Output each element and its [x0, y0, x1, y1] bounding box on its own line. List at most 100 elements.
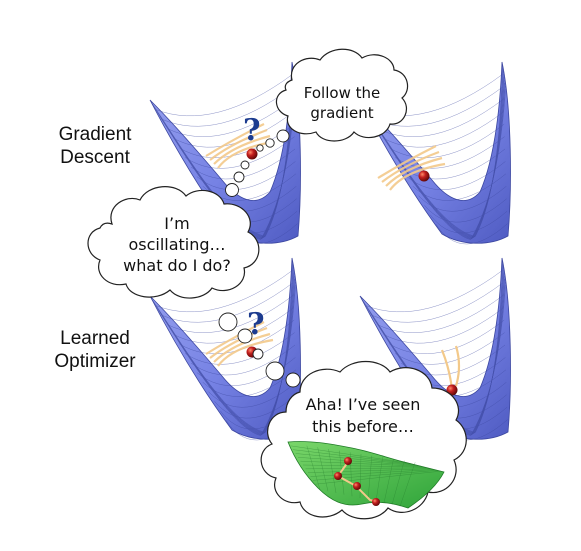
- aha-line2: this before…: [312, 417, 414, 436]
- thought-dot: [218, 312, 238, 332]
- mesh-line: [160, 88, 296, 240]
- trajectory-arc: [440, 349, 454, 391]
- thought-dot: [237, 328, 253, 344]
- mesh-line: [306, 445, 321, 490]
- remembered-ball: [344, 457, 352, 465]
- learned-optimizer-label-line1: Learned: [60, 328, 130, 349]
- gradient-descent-label: Gradient Descent: [45, 123, 145, 169]
- gd-valley-right: [359, 61, 511, 245]
- remembered-ball: [372, 498, 380, 506]
- mesh-line: [365, 270, 503, 312]
- mesh-line: [367, 455, 373, 500]
- thought-dots-oscillating: [225, 160, 250, 197]
- thought-dot: [276, 129, 290, 143]
- trajectory-arc: [454, 345, 461, 387]
- mesh-line: [208, 382, 297, 408]
- mesh-line: [185, 332, 295, 365]
- mesh-line: [173, 111, 294, 148]
- mesh-line: [371, 282, 503, 323]
- gradient-descent-label-line1: Gradient: [58, 124, 132, 145]
- mesh-line: [399, 462, 416, 507]
- mesh-line: [312, 470, 438, 481]
- mesh-line: [435, 223, 508, 245]
- mesh-line: [310, 469, 435, 477]
- trajectory-arc: [389, 162, 446, 191]
- mesh-line: [339, 450, 345, 495]
- thought-dot: [225, 183, 239, 197]
- mesh-line: [377, 295, 504, 333]
- mesh-line: [389, 123, 505, 158]
- valley-mesh: [361, 64, 508, 245]
- learned-optimizer-label-line2: Optimizer: [54, 351, 136, 372]
- mesh-line: [155, 74, 293, 116]
- oscillating-bubble: [87, 186, 260, 299]
- question-mark-top: ?: [243, 113, 261, 148]
- mesh-line: [391, 460, 405, 505]
- follow-gradient-bubble: [275, 48, 409, 142]
- mesh-line: [185, 136, 295, 169]
- mesh-line: [307, 468, 431, 473]
- mesh-line: [383, 458, 394, 504]
- remembered-ball: [334, 472, 342, 480]
- thought-dots-follow: [256, 129, 290, 152]
- loss-surfaces: [149, 61, 511, 441]
- green-surface-mesh: [290, 445, 441, 507]
- learned-optimizer-label: Learned Optimizer: [40, 327, 150, 373]
- thought-dot: [285, 372, 301, 388]
- mesh-line: [155, 270, 293, 312]
- trajectory-arc: [377, 145, 437, 179]
- trajectory-arc: [385, 156, 443, 187]
- thought-dot: [240, 160, 250, 170]
- mesh-line: [290, 445, 408, 464]
- mesh-line: [424, 198, 507, 223]
- thought-dot: [252, 348, 264, 360]
- mesh-line: [295, 453, 415, 465]
- mesh-line: [315, 470, 441, 485]
- mesh-line: [179, 319, 295, 354]
- trajectory-arc: [209, 128, 268, 161]
- valley-mesh: [361, 260, 508, 441]
- trajectory-arc: [205, 123, 265, 157]
- mesh-line: [383, 111, 504, 148]
- oscillating-line1: I’m: [164, 214, 189, 233]
- mesh-line: [418, 186, 507, 212]
- thought-dot: [233, 171, 245, 183]
- oscillating-line2: oscillating…: [128, 235, 225, 254]
- trajectory-arc: [209, 326, 268, 359]
- thought-dots-aha: [218, 312, 301, 388]
- mesh-line: [328, 448, 337, 494]
- aha-line1: Aha! I’ve seen: [306, 395, 421, 414]
- optimizer-ball: [246, 148, 258, 160]
- question-mark-bottom: ?: [247, 307, 265, 342]
- mesh-line: [292, 449, 411, 464]
- mesh-line: [297, 457, 418, 466]
- mesh-line: [400, 148, 506, 180]
- mesh-line: [160, 284, 296, 436]
- trajectory-arc: [381, 150, 440, 183]
- mesh-line: [370, 284, 506, 436]
- valley-mesh: [151, 260, 298, 441]
- mesh-line: [190, 344, 296, 376]
- mesh-line: [300, 460, 421, 467]
- mesh-line: [317, 447, 329, 492]
- mesh-line: [395, 332, 505, 365]
- trajectory-arc: [205, 321, 265, 355]
- trajectory-arc: [217, 338, 274, 367]
- gradient-descent-label-line2: Descent: [60, 147, 130, 168]
- remembered-surface: [287, 441, 445, 509]
- mesh-line: [377, 99, 504, 137]
- optimizer-ball: [418, 170, 430, 182]
- mesh-line: [383, 307, 504, 344]
- mesh-line: [375, 457, 383, 502]
- oscillating-line3: what do I do?: [123, 256, 231, 275]
- mesh-line: [167, 99, 294, 137]
- thought-dot: [265, 361, 285, 381]
- mesh-line: [161, 86, 293, 127]
- remembered-ball: [353, 482, 361, 490]
- thought-dot: [265, 138, 275, 148]
- follow-gradient-line1: Follow the: [304, 84, 380, 102]
- trajectory-arc: [213, 332, 271, 363]
- mesh-line: [214, 394, 297, 419]
- thought-dot: [256, 144, 264, 152]
